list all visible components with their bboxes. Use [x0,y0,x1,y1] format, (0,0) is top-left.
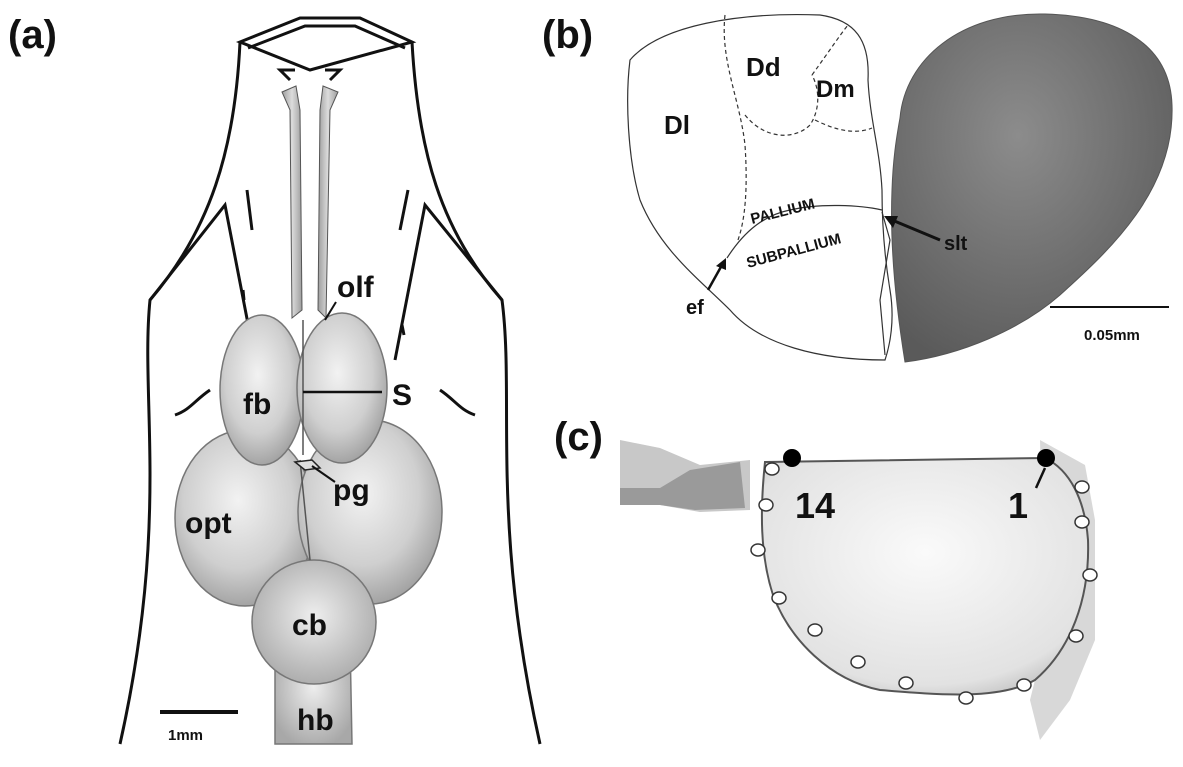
label-dm: Dm [816,76,855,103]
panel-b-label: (b) [542,13,593,57]
right-forebrain [297,313,387,463]
panel-b-scale-label: 0.05mm [1084,327,1140,344]
panel-c-label: (c) [554,415,603,459]
panel-a-scale-bar: 1mm [160,712,238,744]
label-slt: slt [944,233,968,255]
label-subpallium: SUBPALLIUM [745,230,843,272]
landmark-1 [1037,449,1055,467]
panel-a-label: (a) [8,13,57,57]
label-pallium: PALLIUM [749,196,817,228]
label-pg: pg [333,474,370,507]
olfactory-tracts [282,86,338,318]
histology-section [892,14,1173,362]
panel-b: (b) Dd Dm Dl PALLIUM SUBPALLIUM slt [542,13,1172,362]
label-ef: ef [686,297,704,319]
label-landmark-14: 14 [795,485,835,526]
panel-a-scale-label: 1mm [168,727,203,744]
label-hb: hb [297,704,334,737]
label-opt: opt [185,507,232,540]
label-s: S [392,379,412,412]
landmark-14 [783,449,801,467]
label-fb: fb [243,388,271,421]
panel-c: (c) 14 1 [554,415,1097,740]
label-cb: cb [292,609,327,642]
label-dl: Dl [664,110,690,140]
ef-arrow [708,258,726,290]
panel-a: (a) [8,13,540,744]
label-landmark-1: 1 [1008,485,1028,526]
label-olf: olf [337,271,375,304]
label-dd: Dd [746,52,781,82]
